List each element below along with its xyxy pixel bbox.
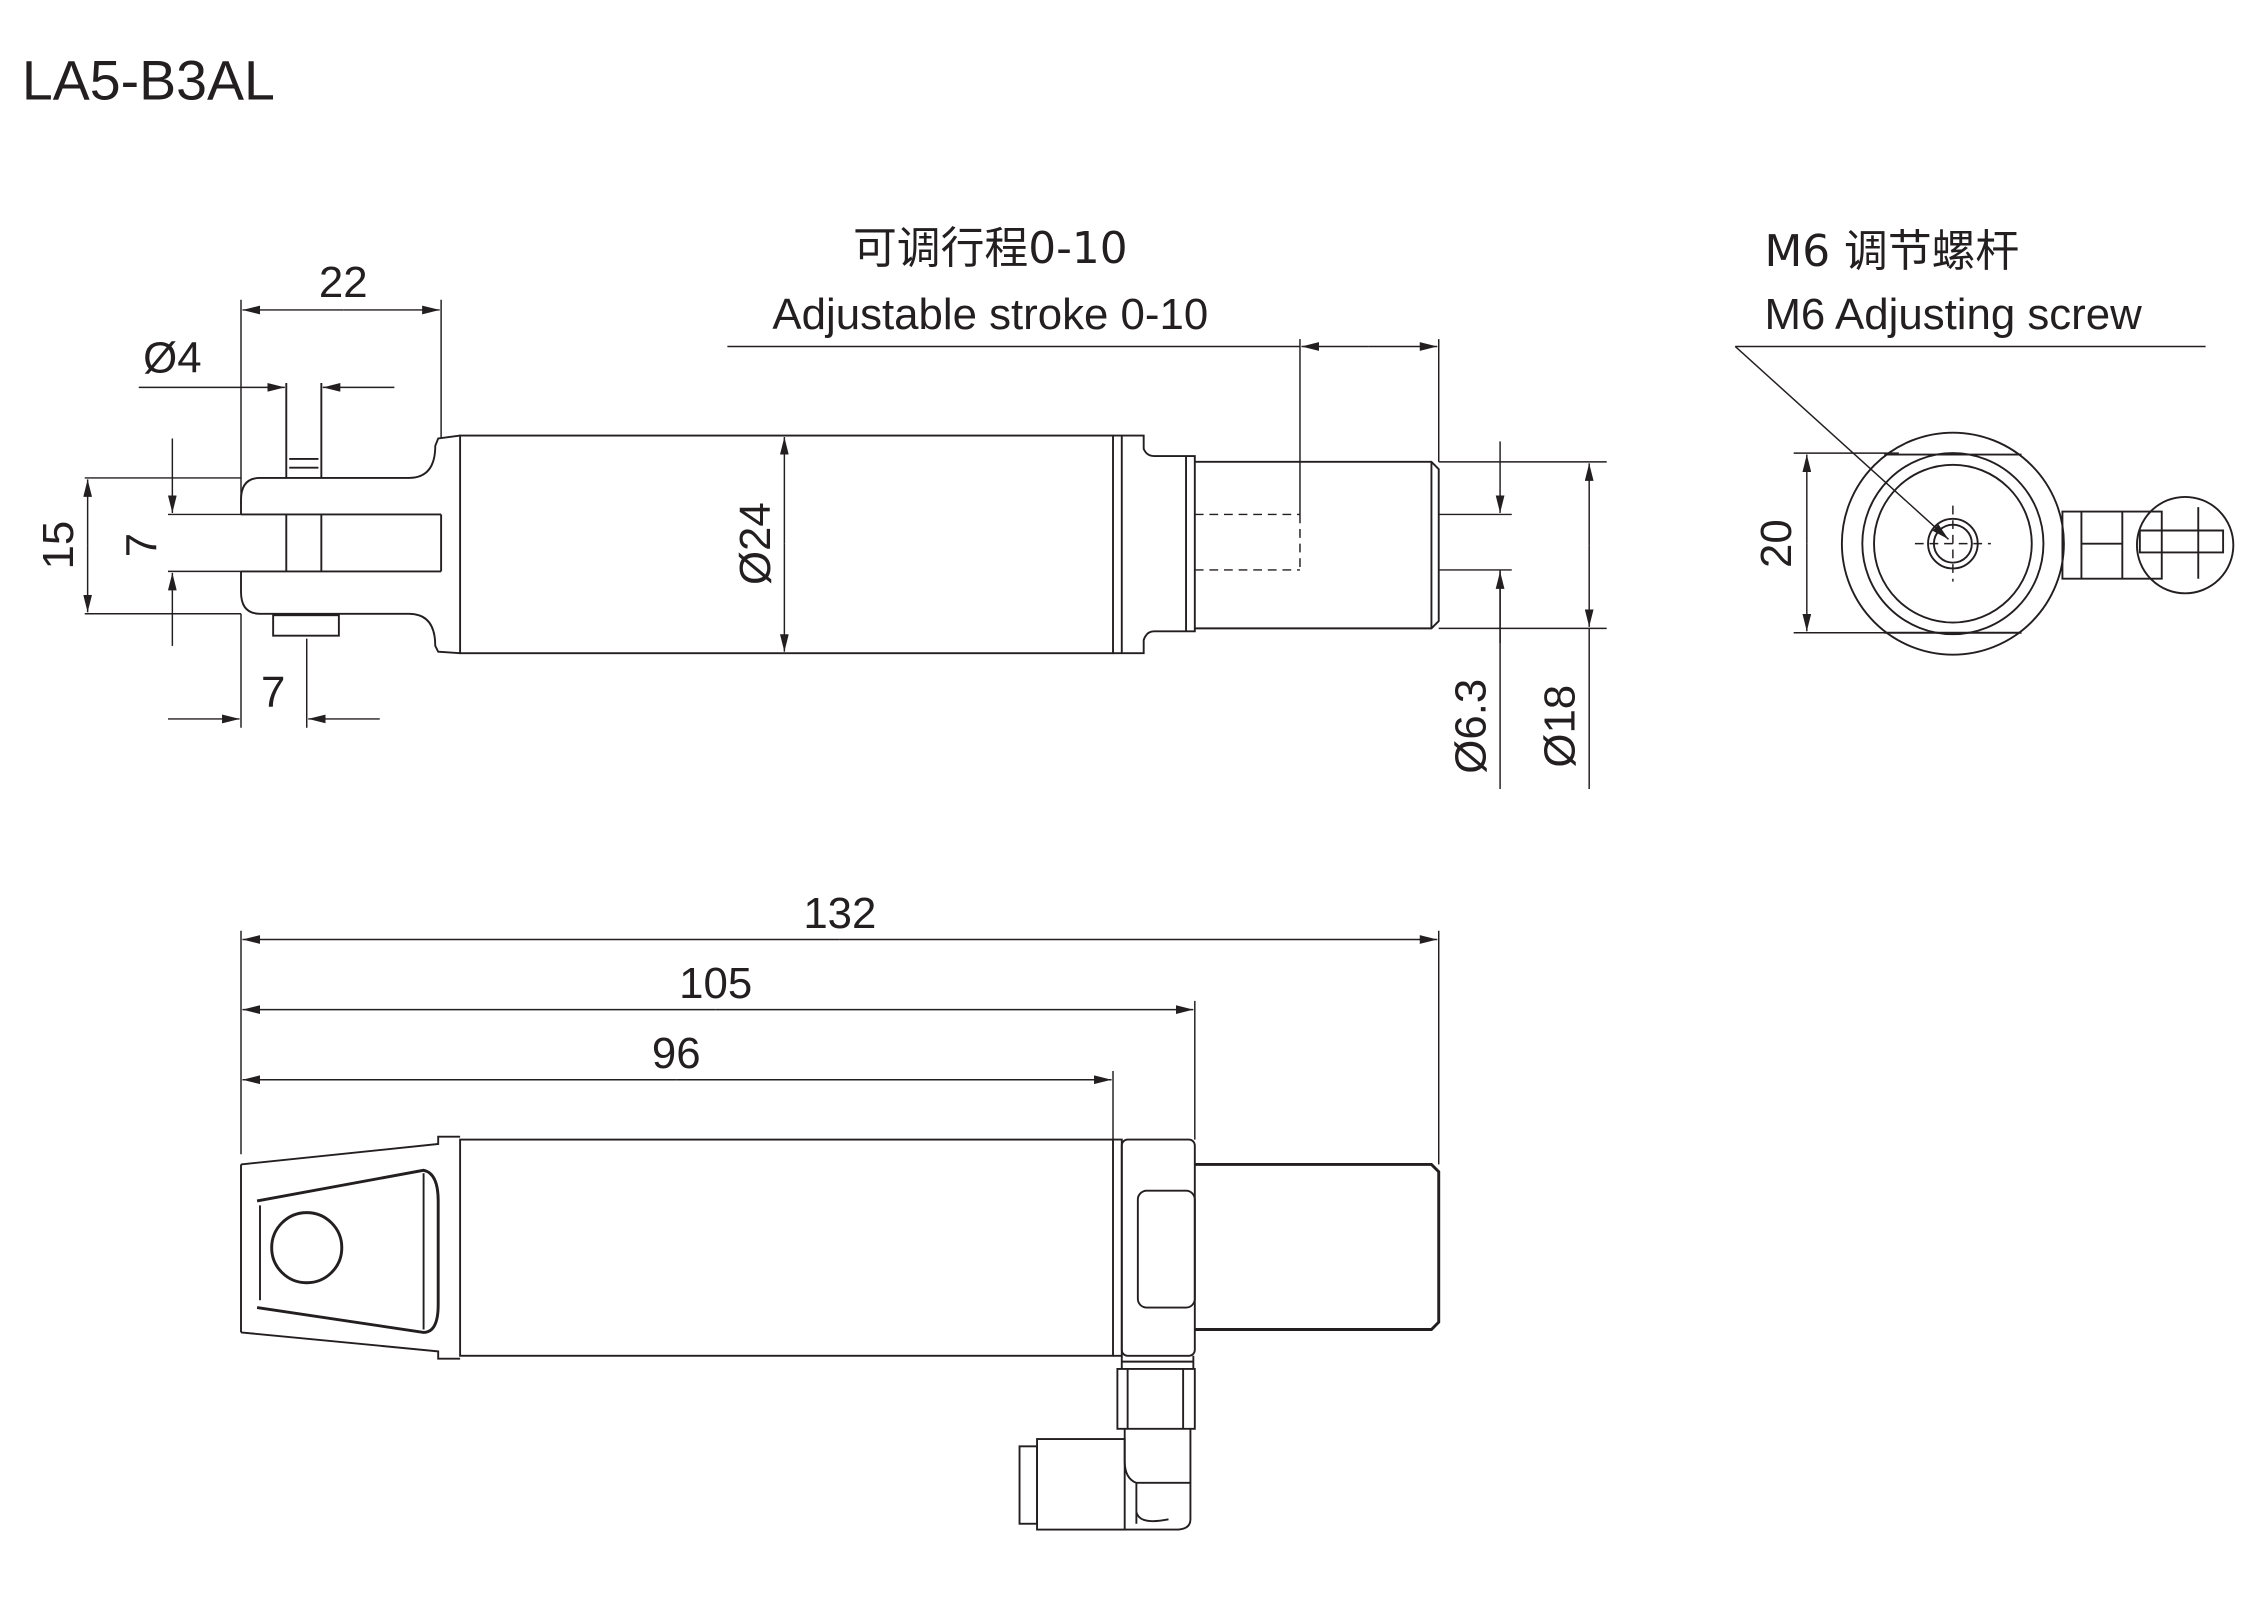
body-flats: [1884, 453, 2022, 634]
pin-head: [272, 614, 340, 637]
air-fitting-end: [2061, 507, 2225, 580]
body-collar: [1113, 434, 1196, 655]
dim-15-extension-lines: [84, 477, 242, 615]
clevis-pin: [285, 382, 323, 572]
end-view: 20 M6 调节螺杆 M6 Adjusting screw: [1734, 226, 2235, 656]
dim-slot-7-label: 7: [117, 533, 166, 557]
clevis-side-inner: [256, 1168, 440, 1334]
stroke-label-cn: 可调行程0-10: [853, 223, 1128, 274]
clevis-side: [240, 1135, 461, 1360]
screw-hidden-lines: [1194, 513, 1301, 571]
cylinder-body-side: [459, 1138, 1114, 1357]
end-block: [1120, 1138, 1196, 1357]
dim-screw-diameter-label: Ø6.3: [1446, 679, 1495, 774]
dim-pin-diameter-label: Ø4: [143, 334, 201, 383]
screw-label-en: M6 Adjusting screw: [1764, 290, 2142, 339]
screw-centerlines: [1914, 505, 1991, 582]
dim-132-label: 132: [803, 889, 876, 938]
air-fitting-end-circle: [2135, 495, 2235, 595]
dim-pin-offset-label: 7: [261, 668, 285, 717]
stroke-label-en: Adjustable stroke 0-10: [772, 290, 1208, 339]
slot: [1136, 1189, 1196, 1309]
dim-rod-diameter-extension-lines: [1438, 461, 1607, 790]
dim-96-label: 96: [652, 1029, 701, 1078]
body-ring-side: [1113, 1138, 1123, 1357]
dim-body-diameter-label: Ø24: [731, 502, 780, 585]
dim-22-label: 22: [319, 258, 368, 307]
dim-pin-offset-extension-lines: [240, 613, 308, 728]
side-view-extension-lines: [240, 930, 1440, 1165]
air-fitting: [1116, 1355, 1196, 1531]
dim-22-extension-lines: [240, 299, 442, 505]
air-fitting-body: [1036, 1438, 1126, 1531]
stroke-leader-and-extension-lines: [727, 339, 1440, 515]
piston-rod-side: [1194, 1162, 1441, 1331]
dim-105-label: 105: [679, 959, 752, 1008]
piston-rod: [1194, 460, 1440, 630]
screw-label-cn: M6 调节螺杆: [1764, 226, 2019, 277]
dim-flat-20-extension-lines: [1793, 452, 1899, 634]
dim-rod-diameter-label: Ø18: [1536, 685, 1585, 768]
dim-slot-7-extension-lines: [167, 513, 242, 573]
dim-15-label: 15: [34, 521, 83, 570]
air-fitting-cap: [1018, 1445, 1039, 1525]
rod-outer-circle: [1861, 452, 2045, 636]
cylinder-body: [459, 434, 1114, 655]
clevis-hole: [270, 1211, 344, 1285]
screw-leader-arrow: [1734, 345, 1949, 540]
clevis-outline: [240, 434, 461, 655]
body-outer-circle: [1840, 431, 2065, 656]
rod-inner-circle: [1873, 463, 2033, 624]
side-view: 132 105 96: [240, 889, 1441, 1531]
top-view: 22 Ø4 15 7 7 Ø24 可调行程0-10 Adjustable str…: [34, 223, 1607, 790]
dim-flat-20-label: 20: [1752, 519, 1801, 568]
drawing-title: LA5-B3AL: [22, 50, 275, 112]
